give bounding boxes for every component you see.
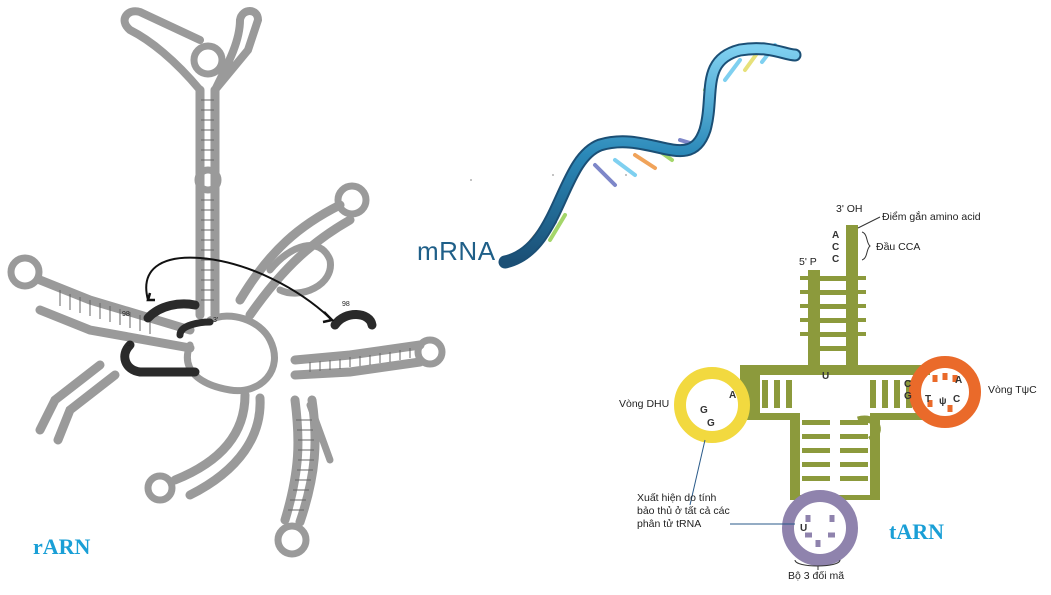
rrna-highlight-segments <box>120 299 377 377</box>
trna-tpc-stem-g: G <box>904 391 912 402</box>
mrna-helix <box>498 42 802 269</box>
rrna-pos-3-a: 3' <box>127 341 132 348</box>
trna-dhu-a: A <box>729 390 736 401</box>
trna-tpc-psi: ψ <box>939 396 947 407</box>
trna-tpc-a: A <box>955 375 962 386</box>
mrna-label: mRNA <box>417 236 496 266</box>
trna-acceptor-c2: C <box>832 254 839 265</box>
rrna-structure <box>7 7 446 558</box>
trna-anticodon-u: U <box>800 523 807 534</box>
five-p-label: 5' P <box>799 256 817 268</box>
trna-tpc-c: C <box>953 394 960 405</box>
dhu-loop-label: Vòng DHU <box>619 398 670 410</box>
anticodon-label: Bộ 3 đối mã <box>788 570 845 582</box>
rrna-pos-3-b: 3' <box>213 317 218 324</box>
trna-acceptor-c1: C <box>832 242 839 253</box>
rrna-pos-98-left: 98 <box>122 311 130 318</box>
rarn-label: rARN <box>33 534 91 559</box>
trna-center-u: U <box>822 371 829 382</box>
rrna-arrows <box>145 256 335 324</box>
trna-tpc-t: T <box>925 394 931 405</box>
trna-annotation-lines <box>689 216 881 570</box>
tpc-loop-label: Vòng TψC <box>988 384 1037 396</box>
cca-end-label: Đầu CCA <box>876 241 921 253</box>
rrna-base-pairs <box>59 99 411 511</box>
trna-dhu-g2: G <box>707 418 715 429</box>
amino-acid-site-label: Điểm gắn amino acid <box>882 211 981 223</box>
trna-acceptor-a: A <box>832 230 839 241</box>
tarn-label: tARN <box>889 519 944 544</box>
trna-structure <box>674 225 981 566</box>
trna-dhu-g1: G <box>700 405 708 416</box>
three-oh-label: 3' OH <box>836 203 863 215</box>
rrna-pos-98-right: 98 <box>342 301 350 308</box>
trna-tpc-stem-c: C <box>904 379 911 390</box>
mrna-stray-marks <box>470 174 627 181</box>
conserved-note: Xuất hiện do tính bảo thủ ở tất cả các p… <box>637 492 730 530</box>
